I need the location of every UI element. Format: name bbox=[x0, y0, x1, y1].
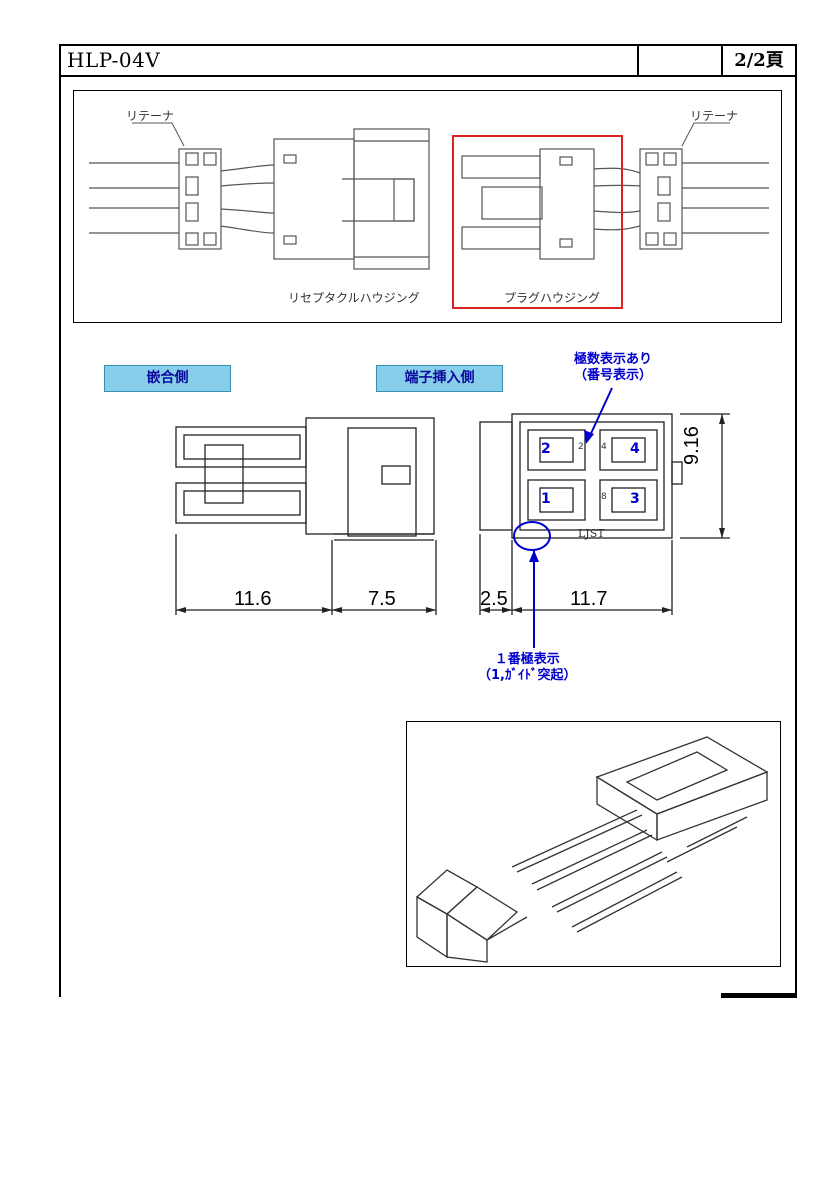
frame-corner-bar bbox=[721, 993, 797, 998]
pole-display-line1: 極数表示あり bbox=[574, 352, 653, 367]
pole1-line2: （1,ｶﾞｲﾄﾞ突起） bbox=[478, 668, 577, 683]
assembly-panel: リテーナ リテーナ リセプタクルハウジング プラグハウジング bbox=[73, 90, 782, 323]
blank-cell bbox=[639, 46, 723, 75]
plug-housing-label: プラグハウジング bbox=[504, 291, 601, 305]
small-mark-8: 8 bbox=[601, 492, 607, 502]
pole1-note: １番極表示 （1,ｶﾞｲﾄﾞ突起） bbox=[478, 652, 576, 684]
part-number: HLP-04V bbox=[61, 46, 639, 75]
orthographic-drawing bbox=[175, 387, 730, 648]
retainer-right-label: リテーナ bbox=[690, 109, 739, 123]
page-number: 2/2頁 bbox=[734, 50, 784, 71]
dim-2-5: 2.5 bbox=[480, 588, 508, 610]
isometric-view-panel bbox=[406, 721, 781, 967]
dim-7-5: 7.5 bbox=[368, 588, 396, 610]
pin-1-label: 1 bbox=[541, 491, 551, 507]
assembly-drawing bbox=[89, 122, 769, 309]
pole1-line1: １番極表示 bbox=[494, 652, 560, 667]
brand-mark: LJST bbox=[578, 527, 605, 540]
pole-display-line2: （番号表示） bbox=[574, 368, 653, 383]
retainer-left-label: リテーナ bbox=[126, 109, 175, 123]
receptacle-housing-label: リセプタクルハウジング bbox=[288, 291, 420, 305]
pole-display-note: 極数表示あり （番号表示） bbox=[574, 352, 652, 384]
pin-3-label: 3 bbox=[630, 491, 640, 507]
mating-side-tag: 嵌合側 bbox=[104, 365, 231, 392]
dim-11-7: 11.7 bbox=[570, 588, 608, 610]
pin-4-label: 4 bbox=[630, 441, 640, 457]
isometric-drawing bbox=[415, 736, 769, 963]
dim-9-16: 9.16 bbox=[681, 426, 703, 465]
drawing-frame bbox=[59, 44, 797, 997]
small-mark-2: 2 bbox=[578, 442, 584, 452]
dim-11-6: 11.6 bbox=[234, 588, 272, 610]
insertion-side-tag: 端子挿入側 bbox=[376, 365, 503, 392]
pin-2-label: 2 bbox=[541, 441, 551, 457]
small-mark-4: 4 bbox=[601, 442, 607, 452]
